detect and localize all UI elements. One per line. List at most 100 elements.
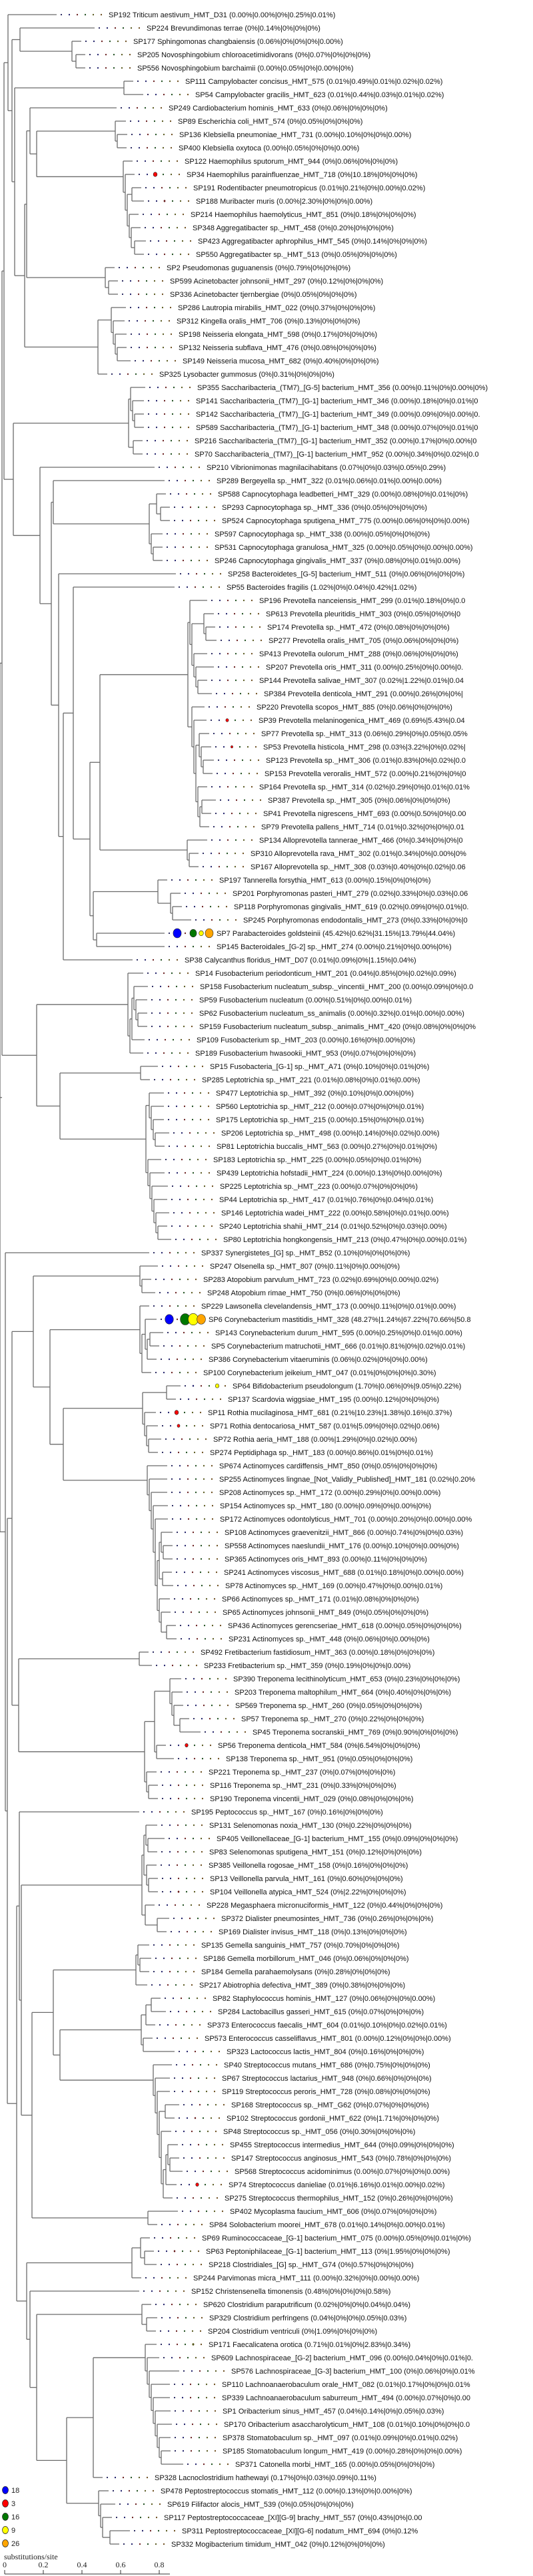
leader-dot	[178, 2050, 181, 2053]
abundance-marker	[167, 1025, 169, 1028]
abundance-marker	[224, 892, 227, 895]
abundance-marker	[201, 1757, 204, 1760]
leaf-label: SP423 Aggregatibacter aphrophilus_HMT_54…	[198, 238, 427, 246]
leaf: SP247 Olsenella sp._HMT_807 (0%|0.11%|0%…	[161, 1263, 400, 1271]
abundance-marker	[142, 359, 145, 362]
abundance-marker	[211, 879, 213, 881]
abundance-marker	[232, 772, 235, 775]
abundance-marker	[137, 293, 140, 296]
leader-dot	[215, 746, 217, 748]
abundance-marker	[169, 1877, 172, 1880]
abundance-marker	[199, 1238, 201, 1241]
abundance-marker	[205, 519, 208, 522]
leaf-label: SP531 Capnocytophaga granulosa_HMT_325 (…	[215, 544, 473, 552]
abundance-marker	[101, 40, 103, 43]
leaf: SP332 Mogibacterium timidum_HMT_042 (0%|…	[123, 2541, 385, 2549]
abundance-marker	[218, 2050, 221, 2053]
abundance-marker	[191, 998, 193, 1001]
leader-dot	[180, 2183, 183, 2186]
leaf: SP110 Lachnoanaerobaculum orale_HMT_082 …	[173, 2381, 470, 2389]
leaf: SP274 Peptidiphaga sp._HMT_183 (0.00%|0.…	[161, 1449, 433, 1457]
leader-dot	[164, 1997, 167, 2000]
leaf: SP423 Aggregatibacter aphrophilus_HMT_54…	[149, 238, 427, 246]
abundance-marker	[235, 799, 238, 801]
leaf-label: SP285 Leptotrichia sp._HMT_221 (0.01%|0.…	[202, 1076, 420, 1084]
leader-dot	[166, 546, 169, 548]
axis-tick-label: 0.4	[77, 2560, 87, 2569]
abundance-marker	[191, 1984, 193, 1986]
abundance-marker	[192, 1864, 195, 1866]
abundance-marker	[167, 1411, 170, 1414]
abundance-marker	[189, 2383, 192, 2386]
abundance-marker	[239, 812, 241, 815]
abundance-marker	[202, 2050, 205, 2053]
leaf-label: SP72 Rothia aeria_HMT_188 (0.00%|1.29%|0…	[213, 1436, 417, 1444]
abundance-marker	[187, 426, 190, 429]
abundance-marker	[184, 1771, 187, 1773]
abundance-marker	[176, 1651, 179, 1653]
abundance-marker	[189, 1211, 191, 1214]
abundance-marker	[198, 1611, 201, 1613]
abundance-marker	[213, 2210, 216, 2213]
leaf-label: SP247 Olsenella sp._HMT_807 (0%|0.11%|0%…	[210, 1263, 400, 1271]
abundance-marker	[187, 1278, 189, 1281]
abundance-marker	[179, 972, 181, 974]
abundance-marker	[187, 2303, 189, 2306]
abundance-marker	[249, 666, 252, 668]
abundance-marker	[150, 266, 153, 269]
abundance-marker	[161, 2237, 164, 2239]
abundance-marker	[192, 1544, 195, 1547]
leaf-label: SP66 Actinomyces sp._HMT_171 (0.01%|0.08…	[222, 1596, 419, 1604]
leader-dot	[155, 1664, 158, 1667]
abundance-marker	[137, 120, 140, 122]
abundance-marker	[166, 466, 169, 469]
abundance-marker	[204, 2183, 207, 2186]
abundance-marker	[154, 333, 157, 335]
leaf: SP5 Corynebacterium matruchotii_HMT_666 …	[163, 1343, 465, 1351]
abundance-marker	[182, 2410, 185, 2412]
abundance-marker	[171, 1052, 173, 1054]
leaf: SP15 Fusobacteria_[G-1] sp._HMT_A71 (0%|…	[161, 1063, 429, 1071]
leaf: SP183 Leptotrichia sp._HMT_225 (0.00%|0.…	[165, 1156, 421, 1164]
leaf: SP284 Lactobacillus gasseri_HMT_615 (0%|…	[169, 2008, 424, 2016]
abundance-marker	[131, 2543, 133, 2545]
leaf: SP77 Prevotella sp._HMT_313 (0.06%|0.29%…	[213, 730, 468, 738]
leaf: SP524 Capnocytophaga sputigena_HMT_775 (…	[173, 517, 470, 525]
abundance-marker	[161, 1944, 163, 1946]
leader-dot	[161, 1451, 164, 1454]
abundance-marker	[203, 919, 205, 921]
abundance-marker	[236, 639, 239, 642]
leader-dot	[167, 1118, 170, 1121]
abundance-marker	[206, 2436, 209, 2439]
abundance-marker	[242, 719, 245, 722]
leaf-label: SP240 Leptotrichia shahii_HMT_214 (0.01%…	[219, 1223, 447, 1231]
abundance-marker	[153, 306, 156, 309]
leaf: SP413 Prevotella oulorum_HMT_288 (0%|0.0…	[211, 650, 458, 658]
abundance-marker	[216, 1558, 219, 1560]
abundance-marker	[159, 1012, 161, 1014]
abundance-marker	[232, 706, 235, 708]
leaf-label: SP15 Fusobacteria_[G-1] sp._HMT_A71 (0%|…	[210, 1063, 429, 1071]
abundance-marker	[192, 1531, 195, 1534]
leaf-label: SP38 Calycanthus floridus_HMT_D07 (0.01%…	[185, 957, 416, 965]
abundance-marker	[221, 2210, 224, 2213]
leaf-label: SP122 Haemophilus sputorum_HMT_944 (0%|0…	[185, 158, 398, 166]
abundance-marker	[136, 107, 139, 109]
abundance-marker	[205, 2396, 208, 2399]
leaf: SP123 Prevotella sp._HMT_306 (0.01%|0.83…	[217, 757, 466, 765]
abundance-marker	[233, 1717, 235, 1720]
abundance-marker	[174, 533, 177, 535]
leaf: SP224 Brevundimonas terrae (0%|0.14%|0%|…	[98, 25, 320, 33]
abundance-marker	[181, 2090, 184, 2093]
abundance-marker	[177, 1451, 180, 1454]
leaf: SP560 Leptotrichia sp._HMT_212 (0.00%|0.…	[167, 1103, 424, 1111]
abundance-marker	[183, 1571, 186, 1574]
abundance-marker	[251, 679, 253, 682]
abundance-marker	[183, 2024, 185, 2026]
abundance-marker	[223, 2157, 225, 2159]
leaf-label: SP216 Saccharibacteria_(TM7)_[G-1] bacte…	[195, 437, 477, 445]
leader-dot	[211, 652, 213, 655]
abundance-marker	[211, 1518, 214, 1520]
abundance-marker	[191, 1411, 194, 1414]
abundance-marker	[200, 1145, 203, 1148]
